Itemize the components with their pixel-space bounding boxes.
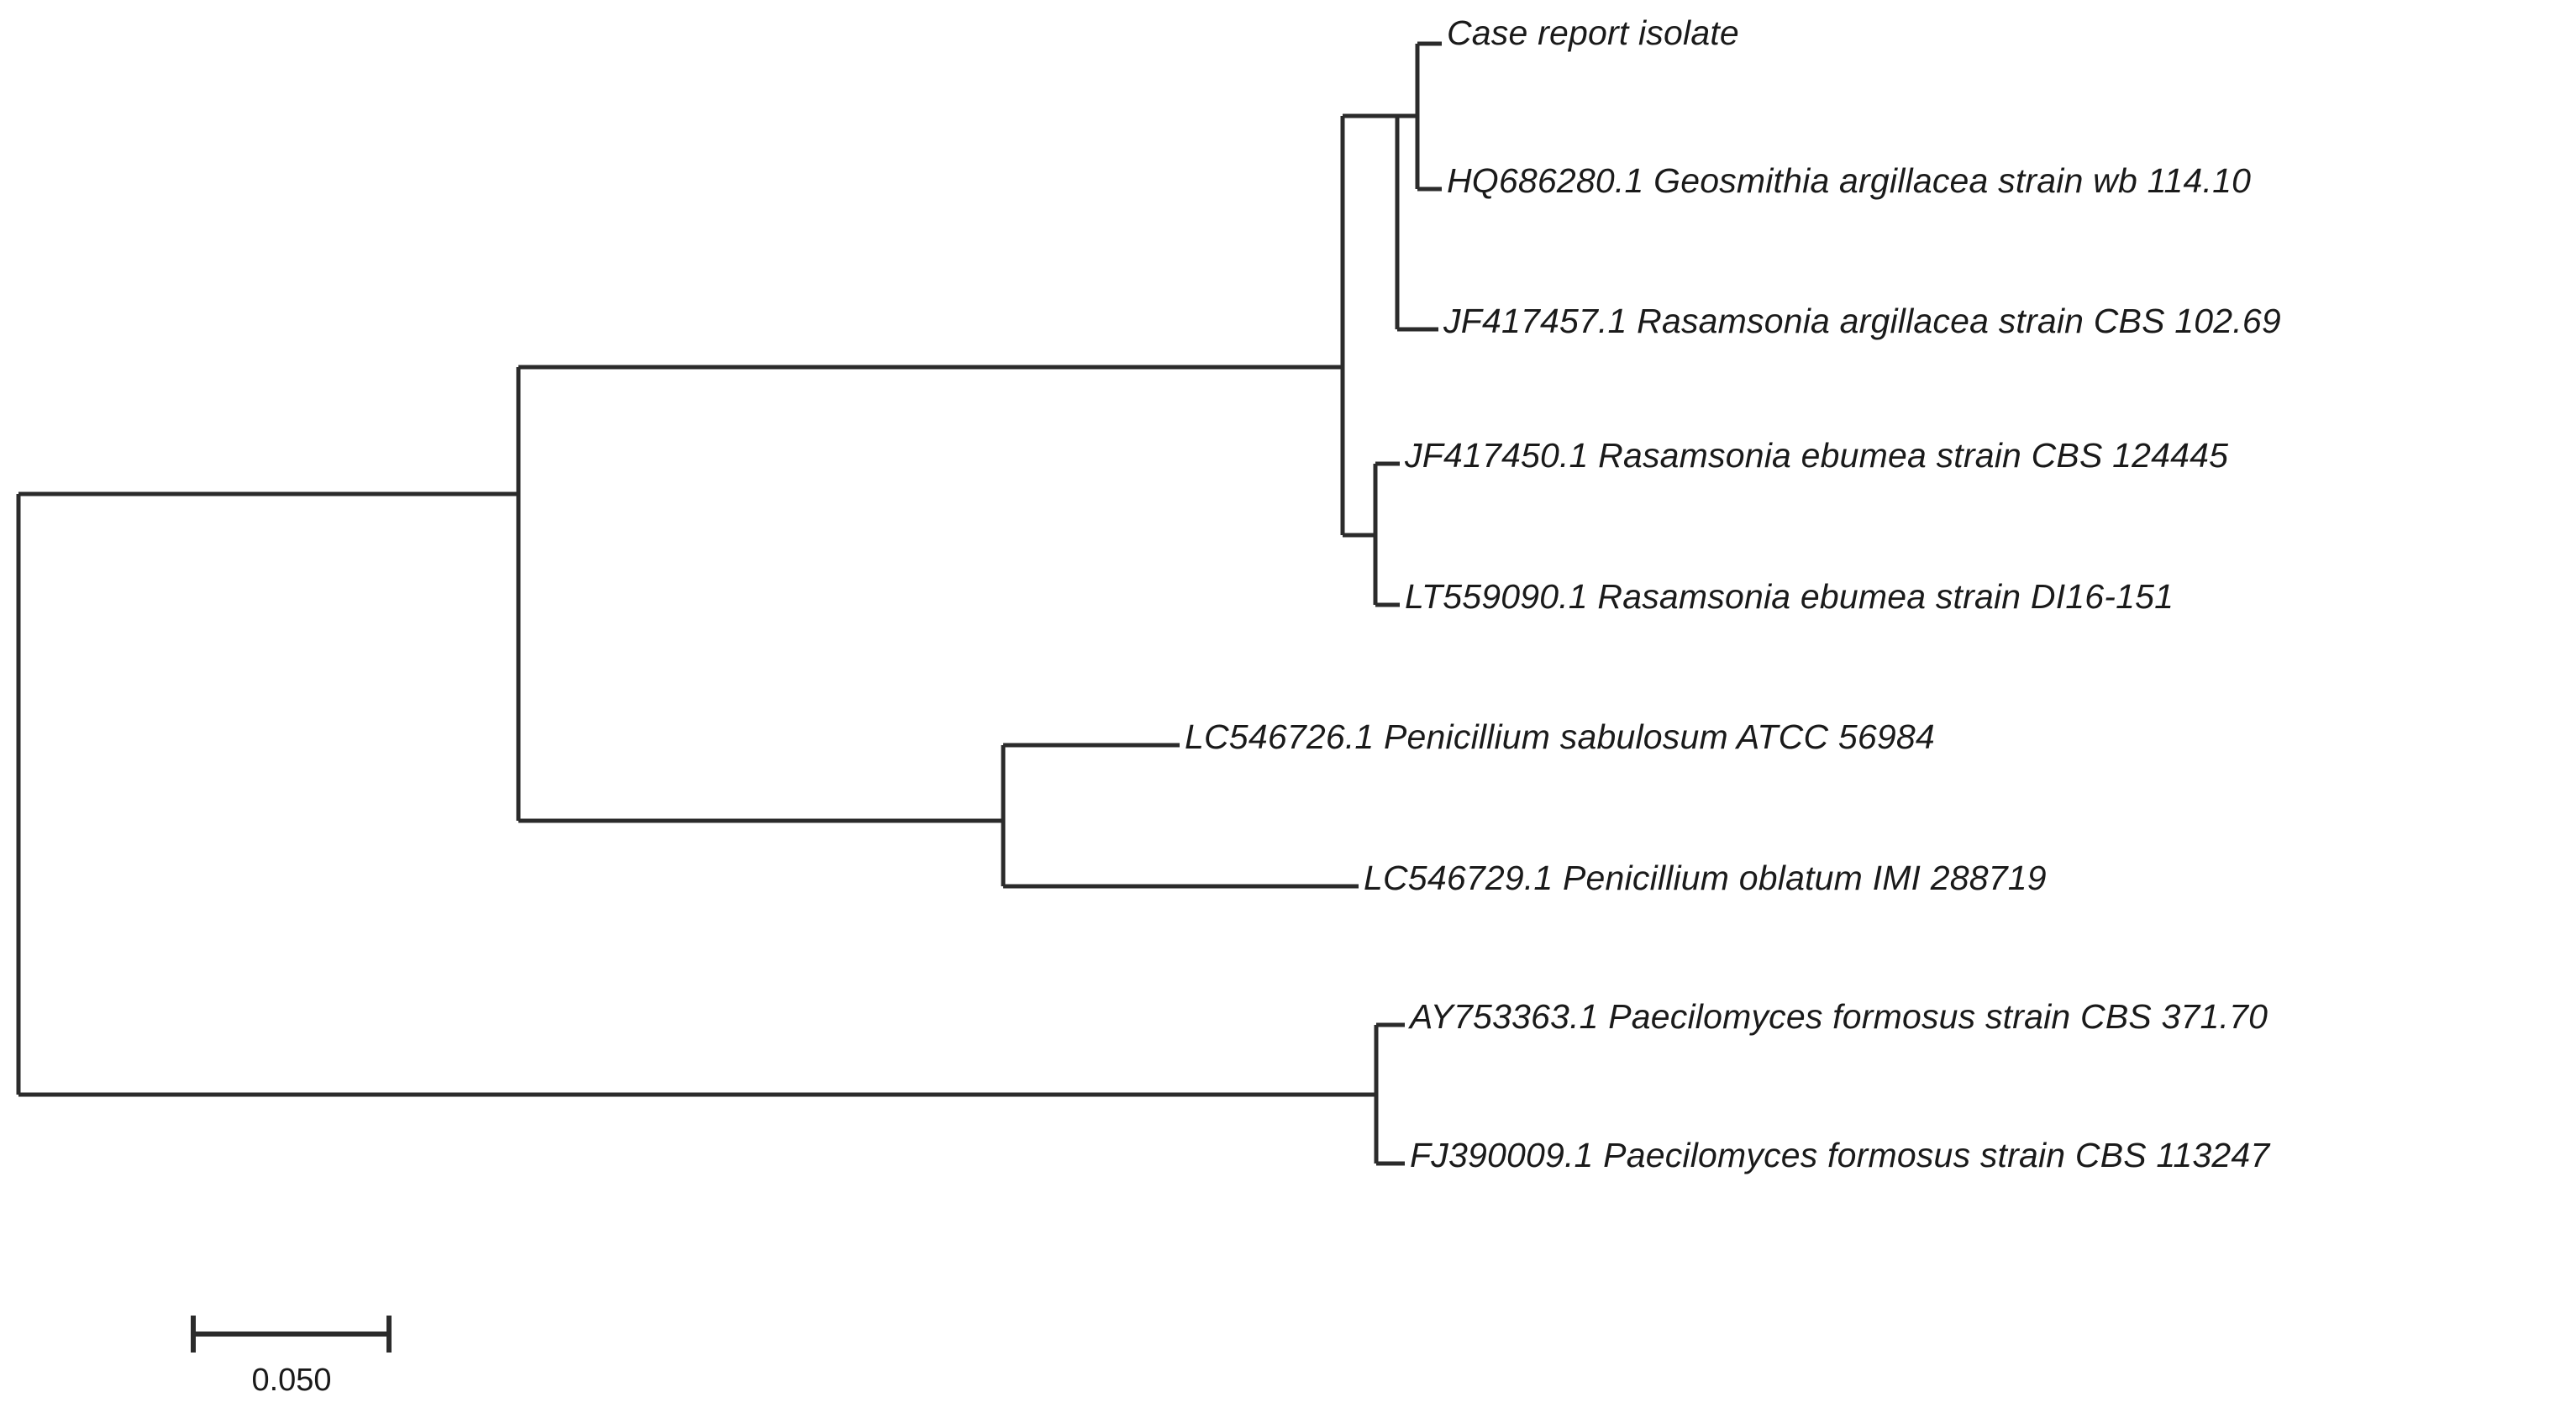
taxon-label-jf417450: JF417450.1 Rasamsonia ebumea strain CBS … xyxy=(1404,436,2228,475)
horizontal-branches xyxy=(18,41,1442,1166)
taxon-label-case-report-isolate: Case report isolate xyxy=(1447,13,1739,52)
taxon-label-lc546726: LC546726.1 Penicillium sabulosum ATCC 56… xyxy=(1185,717,1935,756)
taxon-label-hq686280: HQ686280.1 Geosmithia argillacea strain … xyxy=(1447,161,2251,200)
scale-bar: 0.050 xyxy=(191,1316,392,1398)
taxon-label-fj390009: FJ390009.1 Paecilomyces formosus strain … xyxy=(1410,1136,2271,1174)
taxon-label-lc546729: LC546729.1 Penicillium oblatum IMI 28871… xyxy=(1364,859,2047,897)
taxon-label-lt559090: LT559090.1 Rasamsonia ebumea strain DI16… xyxy=(1405,577,2174,616)
internal-node-bars xyxy=(16,44,1420,1163)
scale-bar-label: 0.050 xyxy=(251,1363,331,1398)
taxon-labels: Case report isolate HQ686280.1 Geosmithi… xyxy=(1185,13,2281,1174)
taxon-label-jf417457: JF417457.1 Rasamsonia argillacea strain … xyxy=(1443,302,2281,340)
taxon-label-ay753363: AY753363.1 Paecilomyces formosus strain … xyxy=(1407,997,2268,1036)
